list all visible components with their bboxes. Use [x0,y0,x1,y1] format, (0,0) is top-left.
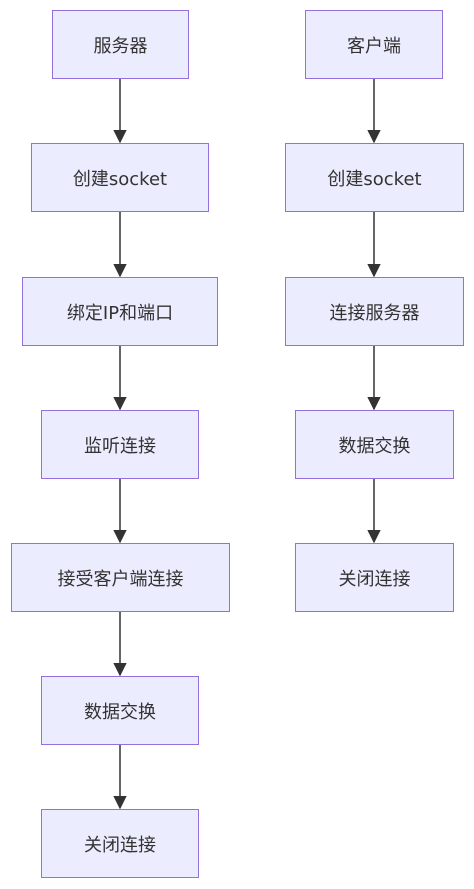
node-client-connect: 连接服务器 [285,277,464,346]
node-server-bind-ip-port: 绑定IP和端口 [22,277,218,346]
node-server-data-exchange: 数据交换 [41,676,199,745]
node-client: 客户端 [305,10,443,79]
node-server: 服务器 [52,10,189,79]
node-server-close: 关闭连接 [41,809,199,878]
node-client-data-exchange: 数据交换 [295,410,454,479]
node-server-create-socket: 创建socket [31,143,209,212]
node-server-listen: 监听连接 [41,410,199,479]
node-client-create-socket: 创建socket [285,143,464,212]
node-server-accept: 接受客户端连接 [11,543,230,612]
node-client-close: 关闭连接 [295,543,454,612]
